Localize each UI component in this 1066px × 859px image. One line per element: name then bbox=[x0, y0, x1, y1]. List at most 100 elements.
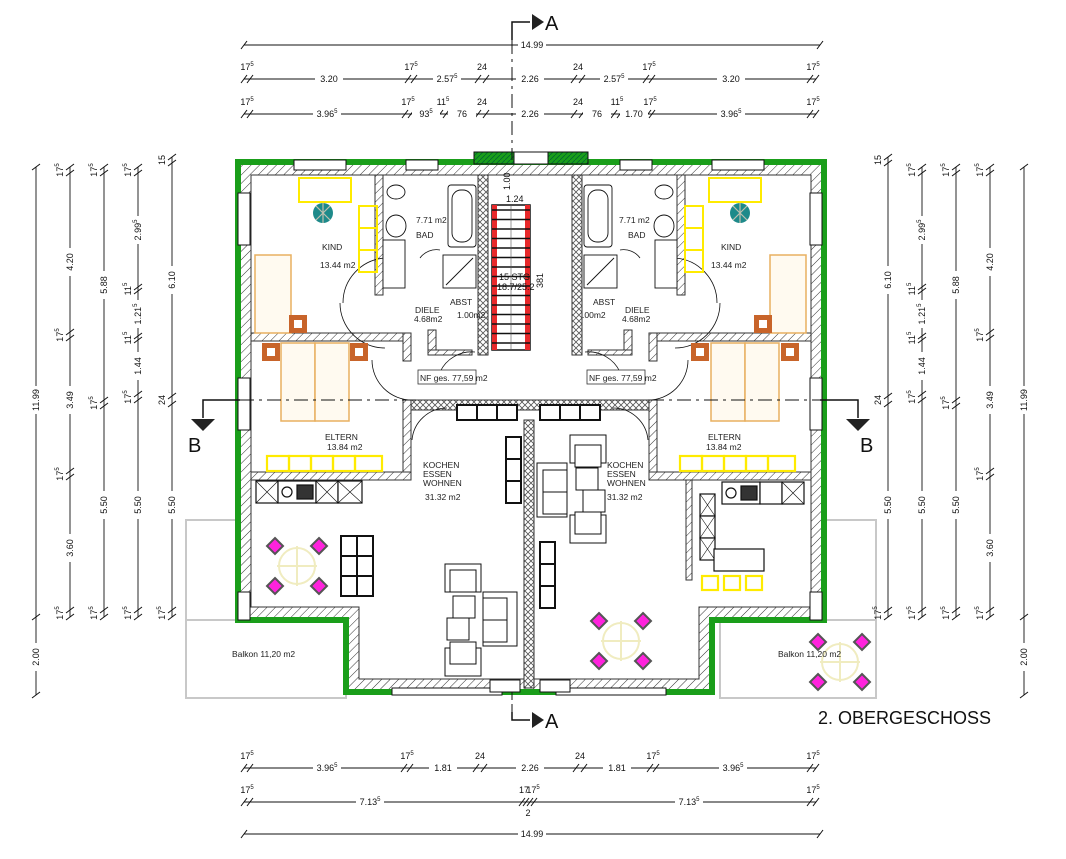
sofa-group-left bbox=[444, 563, 518, 677]
dimension-value: 14.99 bbox=[521, 829, 544, 839]
dimension-value: 3.60 bbox=[65, 539, 75, 557]
chair bbox=[309, 536, 329, 556]
round-table-with-chairs bbox=[265, 536, 329, 596]
dim-tick bbox=[806, 74, 814, 84]
dimension-value: 175 bbox=[975, 328, 985, 342]
room-area-bad-left: 7.71 m2 bbox=[416, 215, 447, 225]
dimension-value: 175 bbox=[55, 467, 65, 481]
dim-tick bbox=[133, 283, 143, 291]
dimension-value: 2.26 bbox=[521, 109, 539, 119]
dim-tick bbox=[31, 691, 41, 699]
room-name-kochen-right-2: ESSEN bbox=[607, 469, 636, 479]
dim-tick bbox=[522, 797, 530, 807]
nf-total-left: NF ges. 77,59 m2 bbox=[420, 373, 488, 383]
dimension-value: 175 bbox=[55, 163, 65, 177]
table-axis bbox=[277, 546, 317, 586]
room-area-eltern-right: 13.84 m2 bbox=[706, 442, 742, 452]
room-name-kind-left: KIND bbox=[322, 242, 342, 252]
dimension-value: 175 bbox=[941, 606, 951, 620]
dimension-value: 175 bbox=[526, 785, 540, 795]
dimension-value: 1.70 bbox=[625, 109, 643, 119]
dimension-value: 115 bbox=[611, 97, 624, 107]
corridor-cabinets bbox=[456, 404, 601, 609]
dim-tick bbox=[133, 169, 143, 177]
dimension-value: 175 bbox=[89, 396, 99, 410]
dim-tick bbox=[883, 159, 893, 167]
dim-tick bbox=[648, 74, 656, 84]
dimension-value: 76 bbox=[592, 109, 602, 119]
dim-tick bbox=[65, 467, 75, 475]
dimension-value: 7.135 bbox=[360, 797, 382, 807]
dim-tick bbox=[410, 74, 418, 84]
dimension-value: 115 bbox=[437, 97, 450, 107]
dim-tick bbox=[246, 763, 254, 773]
chair bbox=[633, 611, 653, 631]
room-area-kochen-left: 31.32 m2 bbox=[425, 492, 461, 502]
dimension-value: 175 bbox=[975, 467, 985, 481]
dimension-value: 175 bbox=[123, 390, 133, 404]
section-marker-a-bottom: A bbox=[511, 692, 559, 733]
dim-tick bbox=[951, 606, 961, 614]
dimension-value: 175 bbox=[806, 751, 820, 761]
corridor-wall bbox=[409, 399, 651, 411]
room-name-bad-right: BAD bbox=[628, 230, 645, 240]
dimension-value: 76 bbox=[457, 109, 467, 119]
dim-tick bbox=[570, 74, 578, 84]
chair bbox=[852, 672, 872, 692]
dim-tick bbox=[652, 763, 660, 773]
dim-tick bbox=[133, 396, 143, 404]
chair bbox=[589, 611, 609, 631]
dim-tick bbox=[578, 74, 586, 84]
roof-hatch-right bbox=[547, 151, 589, 165]
bathroom-right-fixtures bbox=[583, 184, 678, 289]
dimension-value: 5.50 bbox=[917, 496, 927, 514]
dimension-value: 175 bbox=[404, 62, 418, 72]
dim-tick bbox=[474, 74, 482, 84]
nf-total-box-left bbox=[417, 369, 477, 385]
dim-tick bbox=[526, 797, 534, 807]
dimension-value: 3.20 bbox=[722, 74, 740, 84]
dimension-value: 4.20 bbox=[985, 253, 995, 271]
dim-tick bbox=[167, 613, 177, 621]
dim-tick bbox=[99, 402, 109, 410]
dimension-value: 6.10 bbox=[883, 271, 893, 289]
stair-run-label: 381 bbox=[535, 273, 545, 288]
dim-tick bbox=[404, 74, 412, 84]
dim-tick bbox=[65, 163, 75, 171]
dim-tick bbox=[31, 163, 41, 171]
dimension-value: 3.965 bbox=[317, 763, 339, 773]
balcony-label-right: Balkon 11,20 m2 bbox=[778, 649, 841, 659]
dimension-value: 5.88 bbox=[99, 276, 109, 294]
dim-tick bbox=[917, 606, 927, 614]
dimension-value: 24 bbox=[157, 395, 167, 405]
dim-tick bbox=[570, 109, 578, 119]
sofa-group-right bbox=[536, 434, 607, 544]
dimension-value: 175 bbox=[907, 606, 917, 620]
section-label-b-right: B bbox=[860, 435, 873, 457]
dim-tick bbox=[951, 163, 961, 171]
dim-tick bbox=[65, 613, 75, 621]
dimension-value: 175 bbox=[646, 751, 660, 761]
dimension-value: 115 bbox=[907, 331, 917, 344]
dimension-value: 3.60 bbox=[985, 539, 995, 557]
dim-tick bbox=[240, 829, 248, 839]
dimension-value: 175 bbox=[907, 390, 917, 404]
section-marker-b-left: B bbox=[188, 399, 420, 457]
drawing-title: 2. OBERGESCHOSS bbox=[818, 708, 991, 728]
bathroom-left-fixtures bbox=[382, 184, 477, 289]
room-name-abst-right: ABST bbox=[593, 297, 615, 307]
dim-tick bbox=[917, 332, 927, 340]
dim-tick bbox=[985, 606, 995, 614]
dim-tick bbox=[806, 763, 814, 773]
dimension-value: 175 bbox=[806, 785, 820, 795]
room-area-kochen-right: 31.32 m2 bbox=[607, 492, 643, 502]
dimension-value: 7.135 bbox=[679, 797, 701, 807]
windows bbox=[237, 159, 823, 696]
dim-tick bbox=[812, 109, 820, 119]
chair bbox=[265, 536, 285, 556]
room-area-abst-right: .00m2 bbox=[582, 310, 606, 320]
dimension-value: 17 bbox=[519, 785, 529, 795]
dim-tick bbox=[31, 613, 41, 621]
dimension-value: 15 bbox=[873, 155, 883, 165]
